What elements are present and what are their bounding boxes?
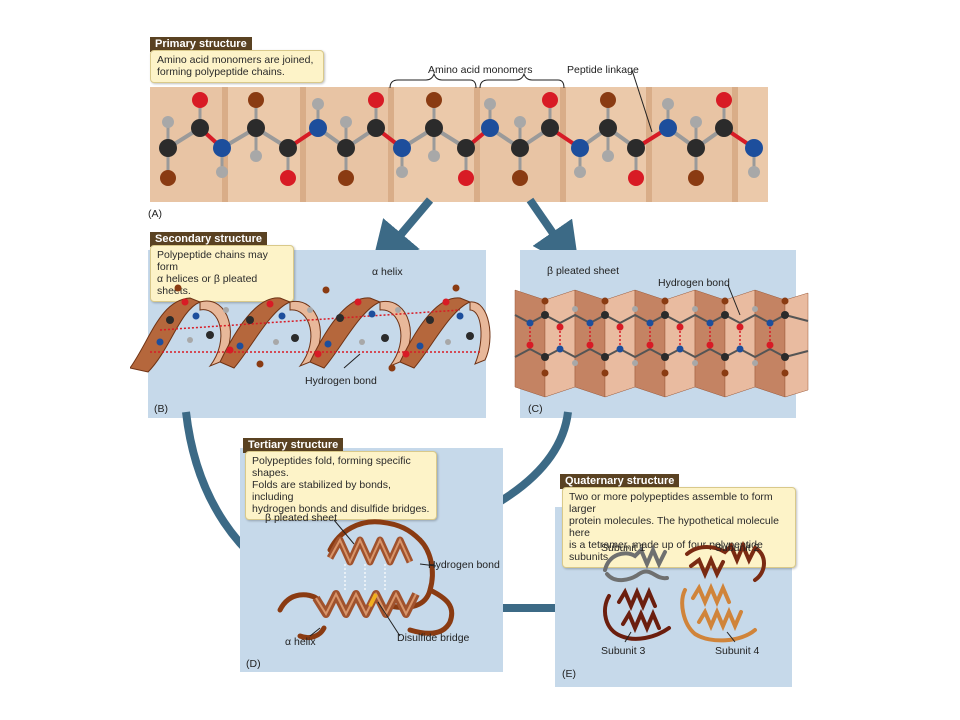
- atoms: [159, 92, 763, 186]
- primary-structure-description: Amino acid monomers are joined, forming …: [150, 50, 324, 83]
- subunit-2-ribbon: [685, 540, 766, 582]
- tertiary-hydrogen-bond-label: Hydrogen bond: [428, 559, 500, 571]
- tertiary-beta-sheet-label: β pleated sheet: [265, 512, 338, 524]
- panel-e-letter: (E): [562, 668, 576, 680]
- helix-atoms: [156, 284, 474, 372]
- subunit-2-label: Subunit 2: [715, 542, 760, 554]
- subunit-4-label: Subunit 4: [715, 645, 760, 657]
- helix-hydrogen-bonds: [150, 309, 480, 353]
- subunit-1-ribbon: [603, 544, 669, 582]
- beta-sheet-label: β pleated sheet: [547, 265, 620, 277]
- peptide-linkage-pointer: [631, 69, 653, 133]
- quaternary-structure-description: Two or more polypeptides assemble to for…: [562, 487, 796, 568]
- primary-chain-diagram: [150, 69, 768, 202]
- tertiary-structure-title: Tertiary structure: [243, 438, 344, 453]
- subunit-3-label: Subunit 3: [601, 645, 646, 657]
- alpha-helix-diagram: [130, 284, 491, 373]
- monomer-bracket: [389, 72, 565, 89]
- tertiary-ribbon: [277, 519, 455, 641]
- quaternary-tetramer-diagram: [603, 540, 766, 643]
- sheet-hydrogen-bonds: [529, 327, 771, 345]
- helix-ribbon: [130, 297, 491, 373]
- beta-sheet-diagram: [514, 285, 809, 398]
- amino-acid-monomers-label: Amino acid monomers: [428, 64, 533, 76]
- panel-b-letter: (B): [154, 403, 168, 415]
- tertiary-helix-top: [326, 536, 414, 566]
- subunit-4-ribbon: [680, 582, 757, 643]
- subunit-3-ribbon: [603, 586, 671, 641]
- alpha-helix-label: α helix: [372, 266, 403, 278]
- peptide-linkage-label: Peptide linkage: [567, 64, 639, 76]
- tertiary-helix-bottom: [312, 590, 420, 618]
- alpha-helix-hydrogen-bond-label: Hydrogen bond: [305, 375, 377, 387]
- secondary-structure-title: Secondary structure: [150, 232, 267, 247]
- tertiary-structure-description: Polypeptides fold, forming specific shap…: [245, 451, 437, 520]
- sheet-atoms: [526, 297, 789, 377]
- tertiary-hbonds: [344, 564, 386, 592]
- tertiary-pointers: [309, 519, 437, 637]
- subunit-pointers: [624, 631, 736, 643]
- beta-sheet-hydrogen-bond-label: Hydrogen bond: [658, 277, 730, 289]
- secondary-structure-description: Polypeptide chains may form α helices or…: [150, 245, 294, 302]
- panel-d-letter: (D): [246, 658, 261, 670]
- subunit-1-label: Subunit 1: [601, 542, 646, 554]
- tertiary-protein-diagram: [277, 519, 455, 641]
- disulfide-bridge-label: Disulfide bridge: [397, 632, 470, 644]
- panel-a-letter: (A): [148, 208, 162, 220]
- panel-c-letter: (C): [528, 403, 543, 415]
- tertiary-alpha-helix-label: α helix: [285, 636, 316, 648]
- disulfide-bridge-mark: [368, 593, 378, 607]
- primary-structure-title: Primary structure: [150, 37, 252, 52]
- quaternary-structure-title: Quaternary structure: [560, 474, 680, 489]
